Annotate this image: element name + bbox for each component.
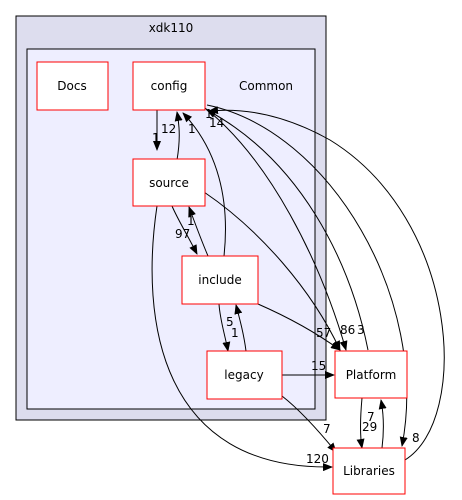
edge-libraries-config: [208, 106, 445, 461]
edge-label: 1: [152, 131, 160, 145]
node-platform-label: Platform: [346, 368, 397, 382]
edge-label: 3: [357, 323, 365, 337]
edge-libraries-platform: [378, 399, 387, 449]
cluster-common-title: Common: [239, 79, 293, 93]
edge-label: 29: [362, 420, 377, 434]
edge-source-libraries: [151, 205, 333, 472]
node-legacy-label: legacy: [224, 368, 263, 382]
edge-legacy-libraries: [281, 395, 337, 453]
edge-include-config: [182, 112, 226, 257]
edge-label: 1: [187, 214, 195, 228]
node-legacy[interactable]: legacy: [206, 350, 283, 400]
edge-source-platform: [203, 191, 341, 351]
edge-source-config: [174, 111, 183, 161]
edge-label: 7: [323, 422, 331, 436]
edge-label: 14: [209, 116, 224, 130]
node-include[interactable]: include: [181, 255, 259, 305]
edge-label: 1: [188, 122, 196, 136]
node-libraries[interactable]: Libraries: [332, 447, 406, 495]
edge-label: 12: [161, 122, 176, 136]
node-libraries-label: Libraries: [343, 464, 395, 478]
cluster-xdk110-title: xdk110: [149, 21, 194, 35]
edge-include-legacy: [218, 303, 231, 352]
node-platform[interactable]: Platform: [334, 350, 408, 399]
edge-label: 86: [340, 323, 355, 337]
edge-label: 57: [316, 326, 331, 340]
edge-label: 5: [226, 315, 234, 329]
node-docs-label: Docs: [57, 79, 86, 93]
node-config[interactable]: config: [132, 61, 206, 111]
node-config-label: config: [151, 79, 188, 93]
edge-label: 15: [311, 359, 326, 373]
edge-label: 8: [412, 431, 420, 445]
edge-label: 7: [367, 410, 375, 424]
node-source-label: source: [149, 176, 189, 190]
edge-label: 1: [231, 326, 239, 340]
edge-label: 1: [205, 107, 213, 121]
edge-label: 97: [175, 227, 190, 241]
edge-include-source: [188, 206, 209, 257]
node-include-label: include: [198, 273, 241, 287]
edge-platform-libraries: [356, 397, 365, 449]
edge-source-include: [171, 205, 198, 255]
edge-label: 120: [306, 452, 329, 466]
node-docs[interactable]: Docs: [36, 61, 109, 111]
node-source[interactable]: source: [132, 158, 206, 207]
edge-platform-config: [206, 109, 369, 351]
edge-legacy-include: [234, 304, 247, 352]
edge-config-platform: [204, 107, 348, 351]
